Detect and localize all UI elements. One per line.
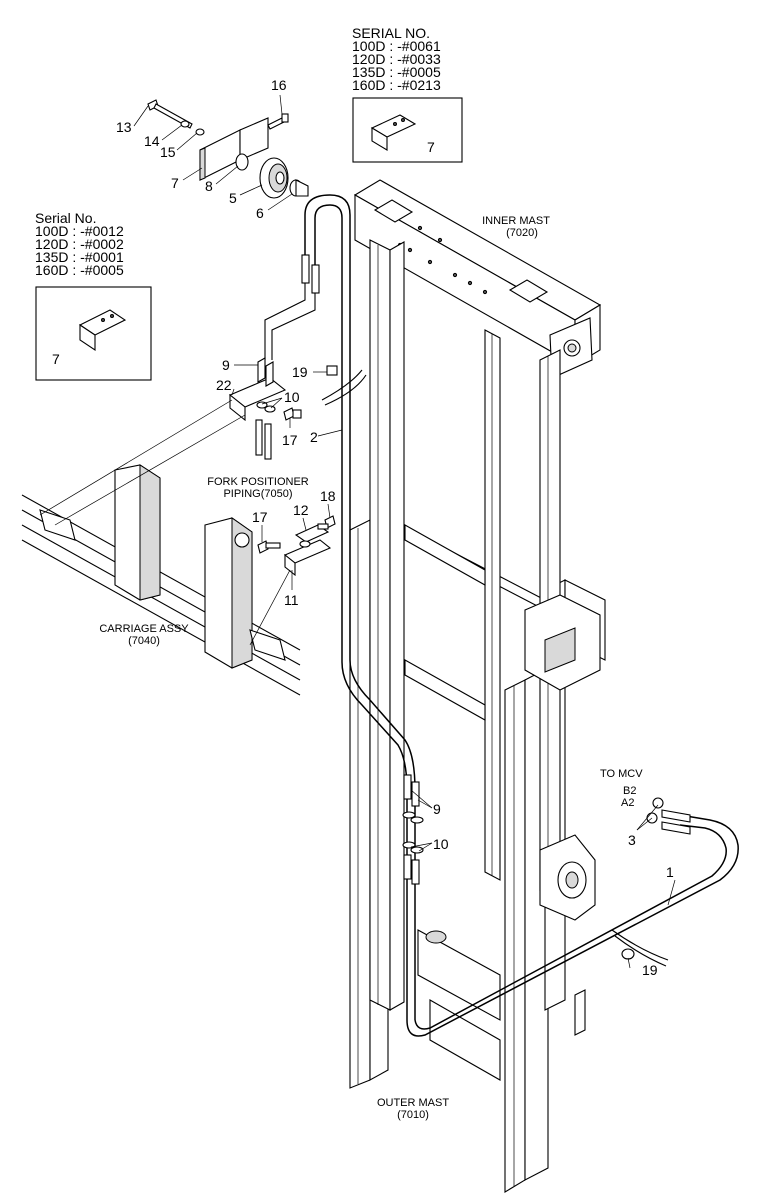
serial-left-line-1: 100D : -#0012 <box>35 223 124 239</box>
callout-22: 22 <box>216 377 232 393</box>
carriage-assy <box>21 464 301 696</box>
callout-10-lower: 10 <box>433 836 449 852</box>
callout-7: 7 <box>171 175 179 191</box>
callout-19-lower: 19 <box>642 962 658 978</box>
mast-side-bracket <box>524 594 601 921</box>
callout-19-upper: 19 <box>292 364 308 380</box>
serial-top-line-1: 100D : -#0061 <box>352 38 441 54</box>
callout-11: 11 <box>284 592 299 608</box>
serial-left-part: 7 <box>52 351 60 367</box>
outer-mast-code: (7010) <box>397 1109 429 1121</box>
callout-5: 5 <box>229 190 237 206</box>
carriage-code: (7040) <box>128 635 160 647</box>
serial-top-line-3: 135D : -#0005 <box>352 64 441 80</box>
serial-left-header: Serial No. <box>35 210 96 226</box>
inner-mast-code: (7020) <box>506 227 538 239</box>
callout-10-upper: 10 <box>284 389 300 405</box>
callout-13: 13 <box>116 119 132 135</box>
to-mcv-label: TO MCV <box>600 768 643 780</box>
serial-top-line-2: 120D : -#0033 <box>352 51 441 67</box>
inset-box-top <box>352 97 463 163</box>
cable-tie-upper <box>321 365 367 406</box>
callout-9-upper: 9 <box>222 357 230 373</box>
callout-18: 18 <box>320 488 336 504</box>
serial-top-line-4: 160D : -#0213 <box>352 77 441 93</box>
callout-16: 16 <box>271 77 287 93</box>
port-b2: B2 <box>623 785 636 797</box>
bracket-11-group <box>257 515 336 577</box>
inset-box-left <box>35 286 152 381</box>
callout-17-upper: 17 <box>282 432 298 448</box>
outer-mast-label: OUTER MAST <box>377 1097 449 1109</box>
carriage-label: CARRIAGE ASSY <box>99 623 189 635</box>
inner-mast <box>353 179 602 1011</box>
bracket-22-group <box>228 357 302 460</box>
callout-17-lower: 17 <box>252 509 268 525</box>
fork-positioner-code: PIPING(7050) <box>223 488 292 500</box>
callout-14: 14 <box>144 133 160 149</box>
callout-9-lower: 9 <box>433 801 441 817</box>
fork-positioner-label: FORK POSITIONER <box>207 476 309 488</box>
callout-2: 2 <box>310 429 318 445</box>
leader-lines <box>39 94 676 969</box>
serial-top-header: SERIAL NO. <box>352 25 430 41</box>
callout-12: 12 <box>293 502 309 518</box>
callout-6: 6 <box>256 205 264 221</box>
serial-left-line-2: 120D : -#0002 <box>35 236 124 252</box>
port-a2: A2 <box>621 797 634 809</box>
serial-left-line-4: 160D : -#0005 <box>35 262 124 278</box>
serial-left-line-3: 135D : -#0001 <box>35 249 124 265</box>
serial-top-part: 7 <box>427 139 435 155</box>
callout-15: 15 <box>160 144 176 160</box>
pulley-group <box>147 99 309 199</box>
cable-tie-lower <box>611 929 669 967</box>
inner-mast-label: INNER MAST <box>482 215 550 227</box>
hose-2 <box>264 194 416 1020</box>
callout-1: 1 <box>666 864 674 880</box>
callout-8: 8 <box>205 178 213 194</box>
hose-fittings-lower <box>402 774 424 885</box>
callout-3: 3 <box>628 832 636 848</box>
